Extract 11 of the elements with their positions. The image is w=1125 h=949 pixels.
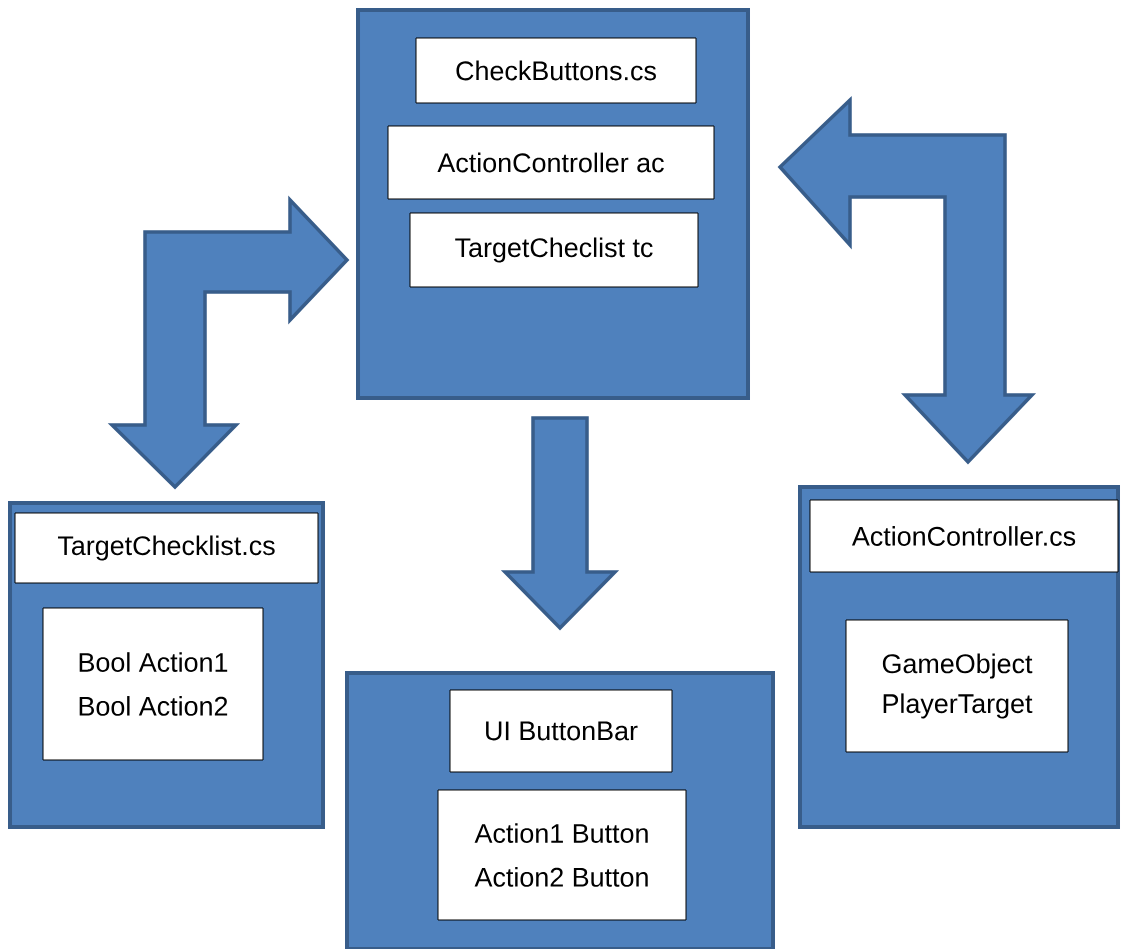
text-box: Bool Action1 Bool Action2 (42, 607, 264, 761)
text-box: ActionController ac (387, 125, 715, 200)
text-box: Action1 Button Action2 Button (437, 789, 687, 921)
text-box: GameObject PlayerTarget (845, 619, 1069, 753)
text-box: CheckButtons.cs (415, 37, 697, 104)
text-box: ActionController.cs (809, 499, 1119, 573)
block-arrow (107, 195, 350, 490)
text-box: TargetChecklist.cs (14, 512, 319, 584)
text-box: UI ButtonBar (449, 689, 673, 773)
block-arrow (500, 416, 620, 631)
text-box: TargetCheclist tc (409, 212, 699, 288)
